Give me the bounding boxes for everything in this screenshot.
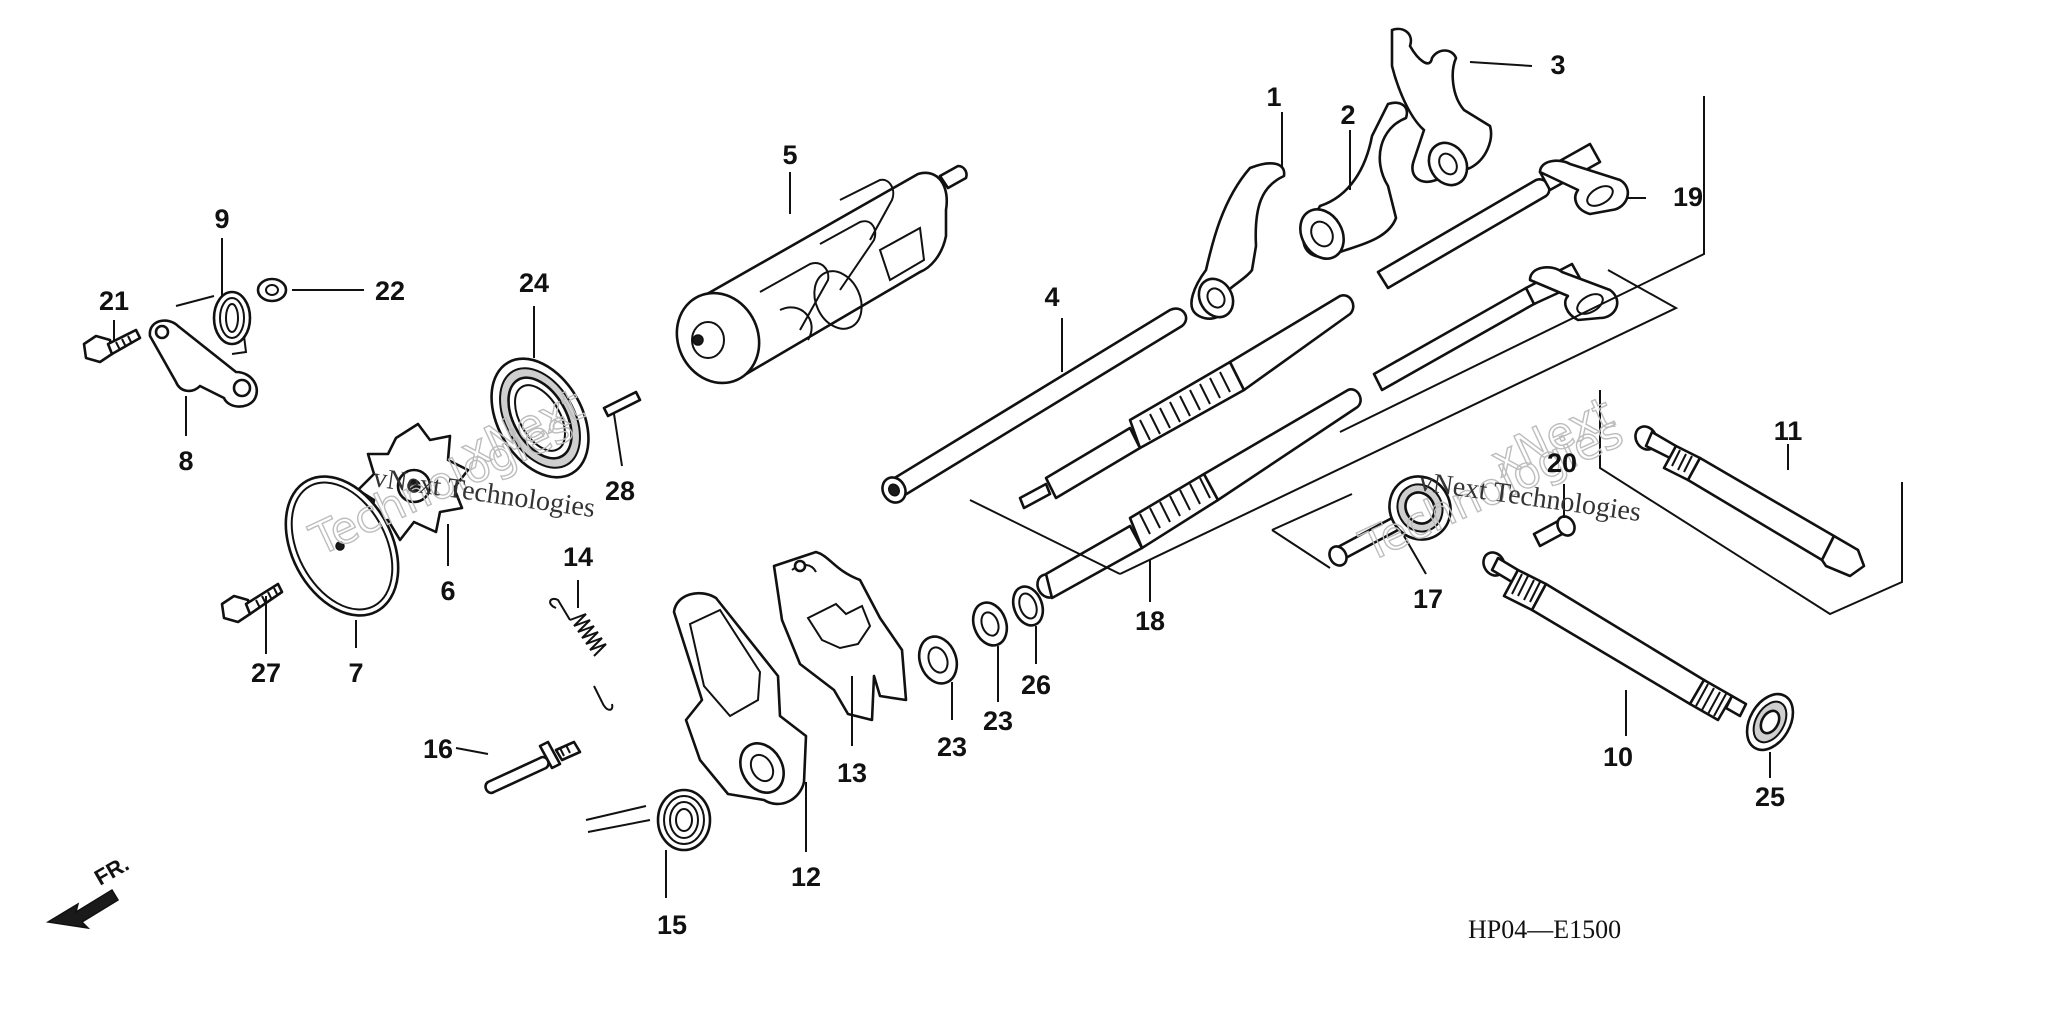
diagram-code: HP04—E1500 — [1468, 915, 1621, 944]
callout-2: 2 — [1340, 100, 1355, 130]
callout-23b: 23 — [983, 706, 1013, 736]
callout-1: 1 — [1266, 82, 1281, 112]
part-3-shift-fork — [1390, 27, 1493, 187]
part-6-drum-stopper-plate — [356, 422, 470, 542]
callout-22: 22 — [375, 276, 405, 306]
callout-8: 8 — [178, 446, 193, 476]
callouts: 1 2 3 4 5 6 7 8 9 10 11 12 13 14 15 16 1… — [99, 50, 1802, 940]
callout-4: 4 — [1044, 282, 1059, 312]
part-21-flange-bolt — [82, 328, 142, 364]
part-15-torsion-spring — [585, 788, 712, 852]
callout-13: 13 — [837, 758, 867, 788]
callout-14: 14 — [563, 542, 593, 572]
callout-7: 7 — [348, 658, 363, 688]
leader-lines — [113, 61, 1789, 898]
callout-6: 6 — [440, 576, 455, 606]
callout-24: 24 — [519, 268, 549, 298]
group-frame-lines — [969, 96, 1903, 616]
part-2-shift-fork — [1299, 101, 1409, 260]
part-16-stud-pin — [484, 740, 582, 795]
part-26-circlip — [1011, 585, 1045, 627]
front-direction-arrow: FR. — [45, 851, 133, 930]
part-4-fork-shaft — [881, 307, 1188, 504]
part-17-needle-bearing — [1328, 475, 1452, 567]
part-23b-washer — [971, 601, 1009, 647]
callout-9: 9 — [214, 204, 229, 234]
part-8-stopper-arm — [148, 319, 259, 408]
callout-15: 15 — [657, 910, 687, 940]
callout-28: 28 — [605, 476, 635, 506]
callout-11: 11 — [1774, 416, 1803, 446]
part-20-pin-bolt — [1532, 515, 1576, 548]
callout-3: 3 — [1550, 50, 1565, 80]
part-28-dowel-pin — [602, 390, 642, 418]
part-14-return-spring — [549, 598, 614, 711]
part-1-shift-fork — [1190, 162, 1286, 320]
callout-23a: 23 — [937, 732, 967, 762]
callout-18: 18 — [1135, 606, 1165, 636]
part-7-cover-plate — [284, 475, 400, 617]
callout-19: 19 — [1673, 182, 1703, 212]
part-25-bearing — [1745, 692, 1795, 752]
part-10-gearshift-shaft — [1482, 551, 1748, 722]
direction-label: FR. — [90, 851, 133, 890]
part-23a-washer — [917, 635, 959, 685]
gearshift-spindle-upper — [1018, 142, 1630, 510]
part-27-bolt — [220, 582, 284, 624]
part-24-bearing — [490, 357, 590, 479]
part-11-shaft — [1634, 425, 1866, 578]
callout-25: 25 — [1755, 782, 1785, 812]
part-13-guide-plate — [772, 550, 908, 722]
callout-16: 16 — [423, 734, 453, 764]
part-5-shift-drum — [675, 164, 968, 385]
callout-20: 20 — [1547, 448, 1577, 478]
callout-26: 26 — [1021, 670, 1051, 700]
callout-10: 10 — [1603, 742, 1633, 772]
callout-27: 27 — [251, 658, 281, 688]
callout-5: 5 — [782, 140, 797, 170]
callout-21: 21 — [99, 286, 129, 316]
part-9-arm-spring — [175, 290, 252, 355]
part-12-gearshift-plate — [672, 591, 808, 806]
part-22-washer — [256, 277, 288, 303]
callout-17: 17 — [1413, 584, 1443, 614]
callout-12: 12 — [791, 862, 821, 892]
